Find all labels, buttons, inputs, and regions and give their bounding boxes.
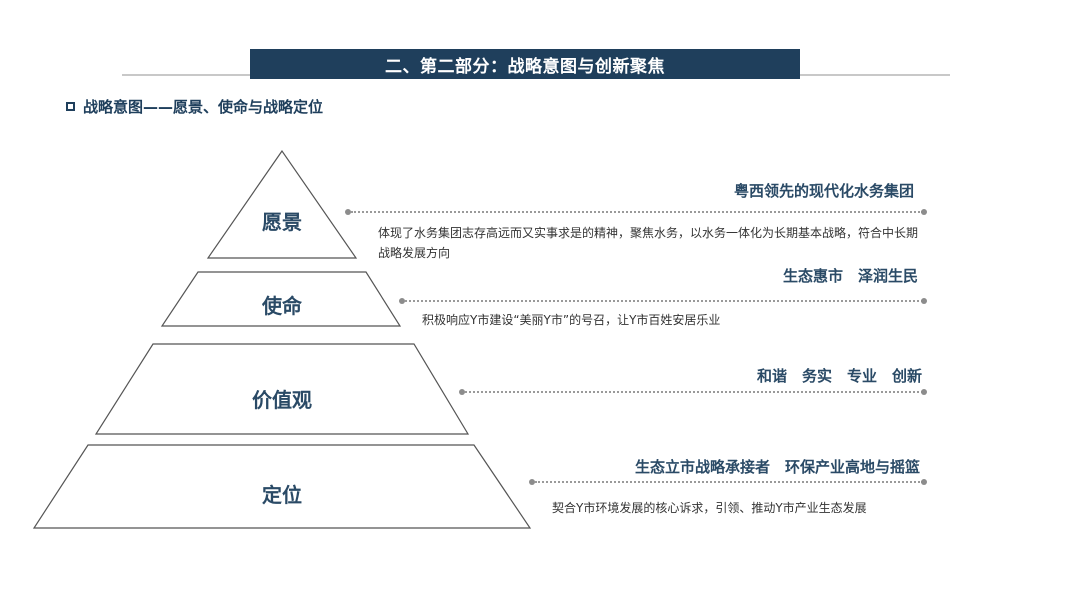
values-dotted-line [465,391,923,393]
vision-dotted-line [351,211,923,213]
vision-heading: 粤西领先的现代化水务集团 [733,182,914,200]
layer-label-values: 价值观 [252,388,312,412]
pyramid-layer-values [94,343,470,435]
position-line-end-dot [921,479,927,485]
values-line-start-dot [459,389,465,395]
mission-line-end-dot [921,298,927,304]
mission-line-start-dot [399,298,405,304]
subtitle-text: 战略意图——愿景、使命与战略定位 [83,98,324,116]
position-line-start-dot [529,479,535,485]
square-bullet-icon [66,102,75,111]
vision-line-start-dot [345,209,351,215]
position-dotted-line [535,481,923,483]
pyramid-layer-position [32,444,532,529]
pyramid-layer-vision [206,149,358,259]
values-line-end-dot [921,389,927,395]
layer-label-vision: 愿景 [262,210,302,234]
mission-heading: 生态惠市 泽润生民 [782,267,918,285]
values-heading: 和谐 务实 专业 创新 [756,367,922,385]
mission-dotted-line [405,300,923,302]
page-title: 二、第二部分：战略意图与创新聚焦 [385,56,665,77]
section-subtitle: 战略意图——愿景、使命与战略定位 [66,96,323,117]
title-bar: 二、第二部分：战略意图与创新聚焦 [250,49,800,79]
layer-label-position: 定位 [262,483,302,507]
position-description: 契合Y市环境发展的核心诉求，引领、推动Y市产业生态发展 [552,501,867,515]
mission-description: 积极响应Y市建设“美丽Y市”的号召，让Y市百姓安居乐业 [422,313,721,327]
layer-label-mission: 使命 [262,294,302,318]
position-heading: 生态立市战略承接者 环保产业高地与摇篮 [634,458,920,476]
vision-line-end-dot [921,209,927,215]
pyramid-layer-mission [160,271,402,327]
vision-description: 体现了水务集团志存高远而又实事求是的精神，聚焦水务，以水务一体化为长期基本战略，… [378,226,919,260]
